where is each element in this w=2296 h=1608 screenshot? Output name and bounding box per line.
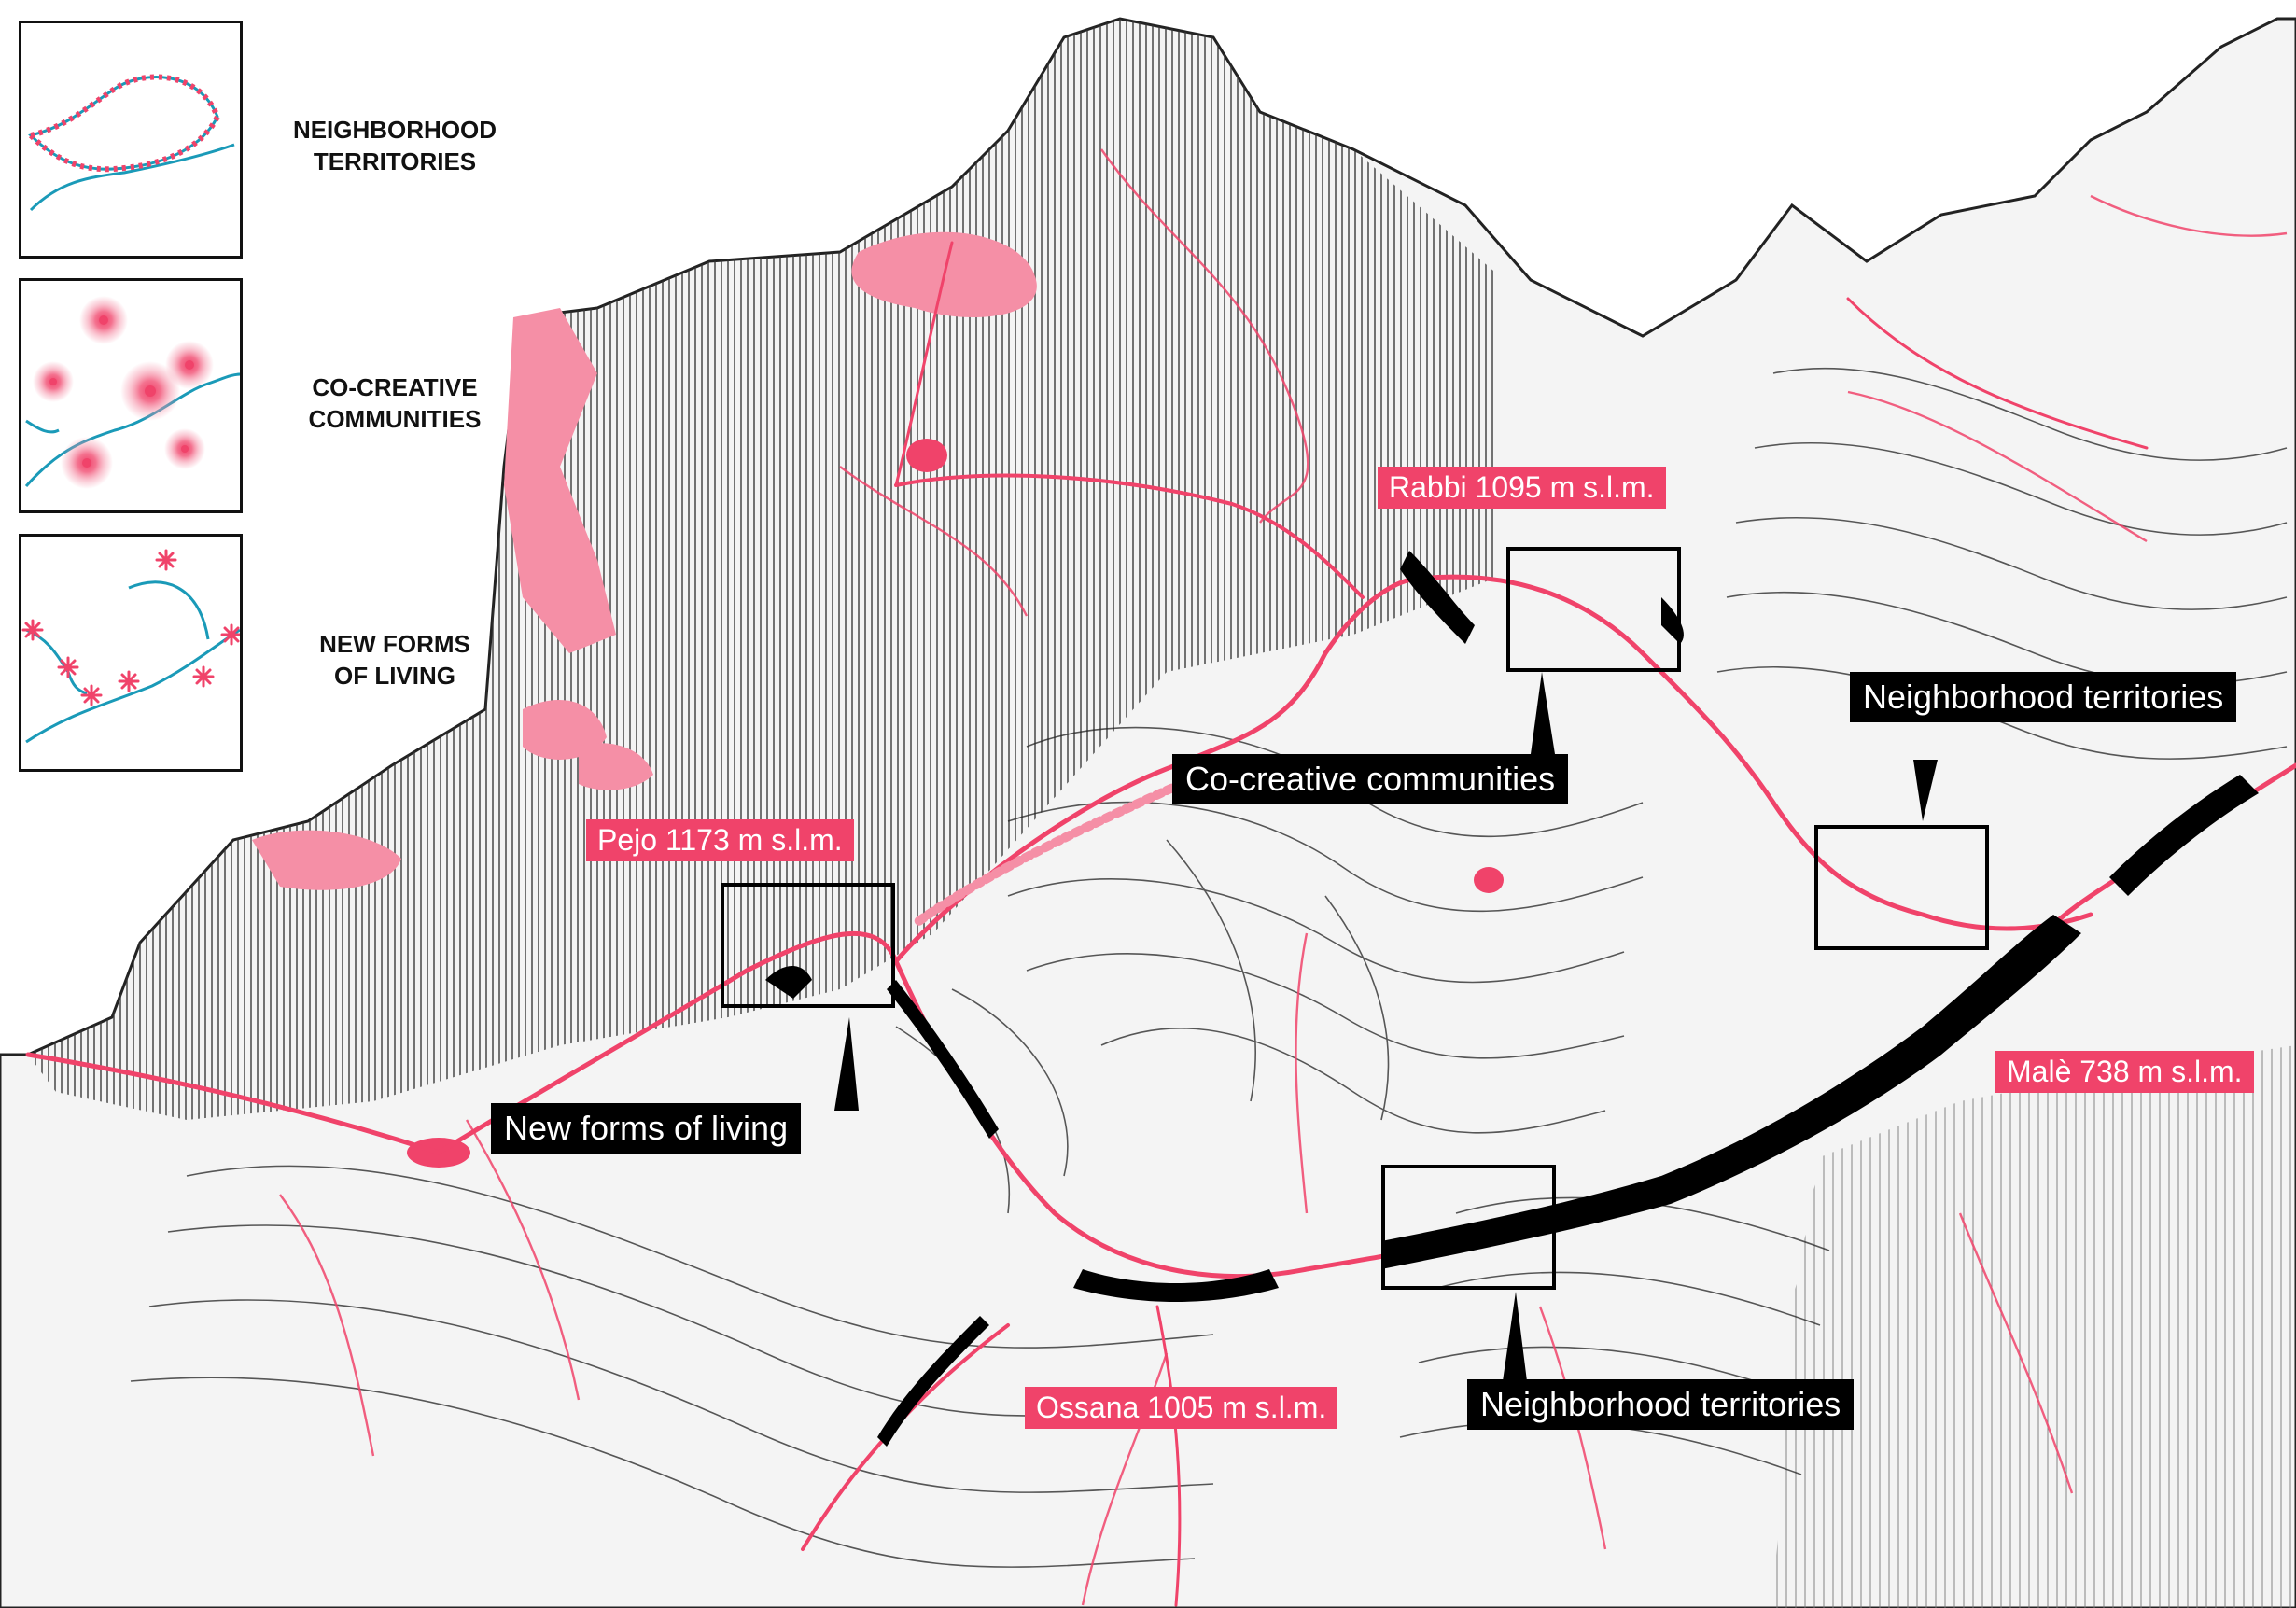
settlement-areas <box>765 551 2259 1447</box>
area-frame-east <box>1814 825 1989 950</box>
town-label-rabbi: Rabbi 1095 m s.l.m. <box>1378 467 1666 509</box>
legend-box-co-creative-communities <box>19 278 243 513</box>
area-frame-rabbi <box>1506 547 1681 672</box>
legend-box-new-forms-of-living <box>19 534 243 772</box>
legend-box-neighborhood-territories <box>19 21 243 259</box>
neighborhood-territories-icon <box>25 74 235 212</box>
co-creative-communities-icon <box>24 296 241 489</box>
callout-neighborhood-territories-south: Neighborhood territories <box>1467 1379 1855 1430</box>
area-frame-south <box>1381 1165 1556 1290</box>
callout-neighborhood-territories-east: Neighborhood territories <box>1850 672 2237 722</box>
town-label-pejo: Pejo 1173 m s.l.m. <box>586 819 854 861</box>
callout-new-forms-of-living: New forms of living <box>491 1103 802 1154</box>
new-forms-of-living-icon <box>21 549 243 744</box>
town-label-ossana: Ossana 1005 m s.l.m. <box>1025 1387 1338 1429</box>
town-label-male: Malè 738 m s.l.m. <box>1995 1051 2254 1093</box>
area-frame-pejo <box>721 883 895 1008</box>
callout-co-creative-communities: Co-creative communities <box>1172 754 1569 804</box>
